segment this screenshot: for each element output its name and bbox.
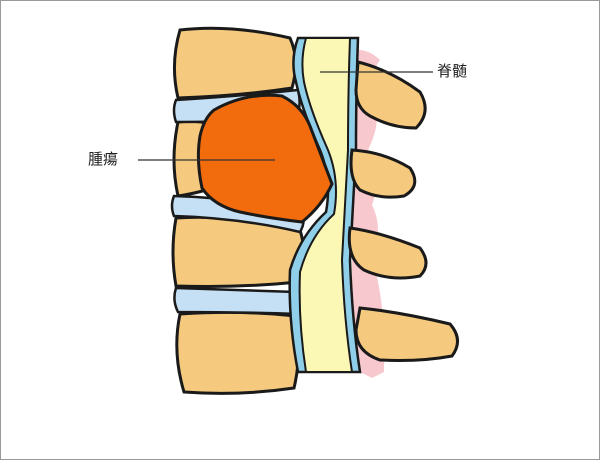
vertebral-body-4 bbox=[177, 312, 299, 393]
spinous-process-4 bbox=[356, 308, 458, 361]
tumor-label: 腫瘍 bbox=[88, 152, 118, 167]
spinal-cord-label: 脊髄 bbox=[437, 64, 467, 79]
spinous-process-2 bbox=[351, 150, 415, 197]
vertebral-body-1 bbox=[174, 28, 295, 98]
intervertebral-disc-3 bbox=[174, 288, 299, 314]
